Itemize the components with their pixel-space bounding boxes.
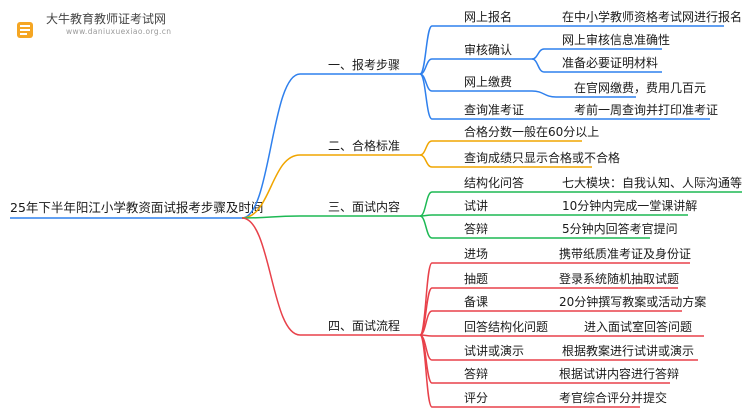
child-label: 回答结构化问题 (464, 319, 548, 334)
detail-label: 考官综合评分并提交 (559, 390, 667, 405)
branch-connector (241, 217, 301, 336)
detail-label: 携带纸质准考证及身份证 (559, 246, 691, 261)
branch-label: 三、面试内容 (328, 199, 400, 214)
detail-label: 10分钟内完成一堂课讲解 (562, 198, 697, 213)
detail-connector (531, 48, 545, 60)
child-label: 查询成绩只显示合格或不合格 (464, 150, 620, 165)
branch-connector (241, 154, 301, 219)
child-label: 评分 (464, 391, 488, 405)
branch-connector (241, 73, 301, 219)
child-label: 查询准考证 (464, 103, 524, 117)
child-connector (419, 140, 433, 156)
detail-label: 5分钟内回答考官提问 (562, 221, 678, 236)
child-label: 网上报名 (464, 9, 512, 24)
child-connector (419, 334, 433, 408)
detail-label: 进入面试室回答问题 (584, 319, 692, 334)
branch-label: 一、报考步骤 (328, 57, 400, 72)
branch-connector (241, 215, 301, 219)
watermark-url: www.daniuxuexiao.org.cn (66, 27, 172, 36)
branch-label: 二、合格标准 (328, 138, 400, 153)
detail-label: 在中小学教师资格考试网进行报名 (562, 9, 742, 24)
detail-label: 七大模块：自我认知、人际沟通等 (562, 176, 742, 190)
child-label: 答辩 (464, 221, 488, 236)
child-label: 试讲或演示 (464, 343, 524, 358)
detail-label: 20分钟撰写教案或活动方案 (559, 294, 706, 309)
book-icon (17, 22, 33, 38)
detail-label: 在官网缴费，费用几百元 (574, 80, 706, 95)
child-label: 备课 (464, 295, 488, 309)
child-label: 网上缴费 (464, 74, 512, 89)
child-connector (419, 25, 433, 75)
detail-label: 考前一周查询并打印准考证 (574, 102, 718, 117)
detail-label: 根据教案进行试讲或演示 (562, 343, 694, 358)
detail-connector (531, 58, 545, 73)
child-label: 试讲 (464, 198, 488, 213)
watermark-logo: 大牛教育教师证考试网 www.daniuxuexiao.org.cn (4, 2, 244, 46)
child-label: 结构化问答 (464, 175, 524, 190)
detail-connector (531, 90, 557, 98)
child-connector (419, 58, 433, 75)
detail-label: 网上审核信息准确性 (562, 32, 670, 47)
child-connector (419, 215, 433, 239)
detail-label: 准备必要证明材料 (562, 56, 658, 70)
watermark-title: 大牛教育教师证考试网 (46, 12, 167, 26)
child-connector (419, 191, 433, 217)
detail-label: 根据试讲内容进行答辩 (559, 366, 679, 381)
root-topic: 25年下半年阳江小学教资面试报考步骤及时间 (10, 200, 263, 215)
child-label: 进场 (464, 247, 488, 261)
child-connector (419, 73, 433, 120)
child-label: 审核确认 (464, 42, 512, 57)
child-connector (419, 154, 433, 168)
child-label: 合格分数一般在60分以上 (464, 124, 599, 139)
branch-label: 四、面试流程 (328, 318, 400, 333)
child-label: 答辩 (464, 366, 488, 381)
detail-label: 登录系统随机抽取试题 (559, 271, 679, 286)
child-label: 抽题 (464, 272, 488, 286)
